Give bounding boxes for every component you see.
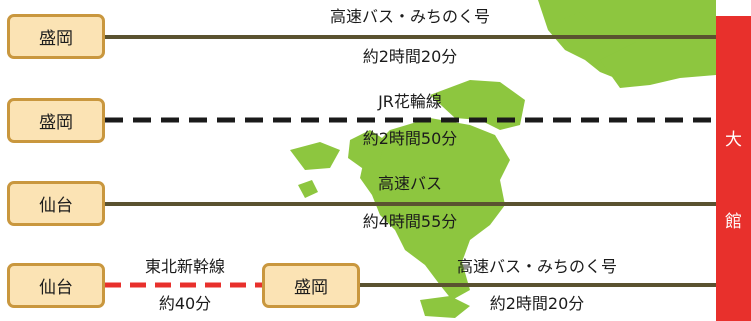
station-morioka-transfer: 盛岡 [262,263,360,308]
route-4-time2: 約2時間20分 [489,294,585,313]
station-morioka-2: 盛岡 [7,98,105,143]
route-2-time: 約2時間50分 [362,129,458,148]
station-sendai-1: 仙台 [7,181,105,226]
route-4-mode: 東北新幹線 [144,257,226,276]
station-sendai-2: 仙台 [7,263,105,308]
route-4-time: 約40分 [158,294,212,313]
destination-char-1: 大 [725,130,742,150]
route-3-time: 約4時間55分 [362,212,458,231]
map-landmass [290,0,716,318]
destination-odate: 大 館 [716,16,751,321]
route-3-mode: 高速バス [377,174,443,193]
destination-char-2: 館 [725,212,742,232]
route-2-mode: JR花輪線 [378,92,442,111]
route-1-mode: 高速バス・みちのく号 [329,7,491,26]
route-4-mode2: 高速バス・みちのく号 [456,257,618,276]
station-morioka-1: 盛岡 [7,14,105,59]
route-1-time: 約2時間20分 [362,47,458,66]
